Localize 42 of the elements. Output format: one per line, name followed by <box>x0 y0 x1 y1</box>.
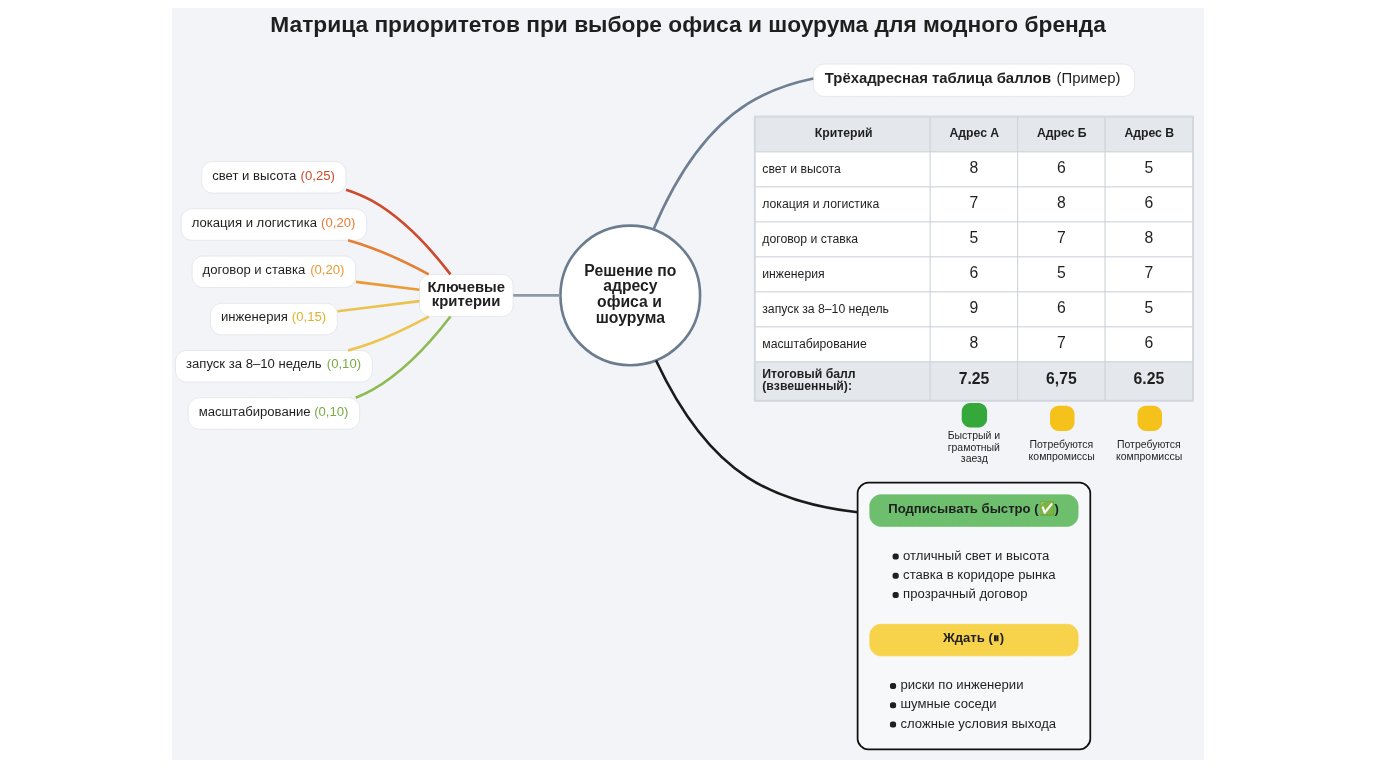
label: 9 <box>969 299 979 317</box>
label: Критерий <box>814 125 873 140</box>
label: 5 <box>969 229 979 247</box>
label: 8 <box>1057 194 1066 212</box>
label: свет и высота <box>762 161 841 176</box>
label: 7 <box>1057 334 1066 352</box>
diagram-title: Матрица приоритетов при выборе офиса и шоурума для модного бренда <box>270 11 1106 38</box>
label: запуск за 8–10 недель <box>762 301 889 316</box>
label: Итоговый балл (взвешенный): <box>762 366 856 394</box>
label: 7 <box>1144 264 1154 282</box>
label: договор и ставка <box>762 231 859 246</box>
label: 6,75 <box>1046 370 1077 388</box>
label: 5 <box>1144 159 1154 177</box>
label: 7 <box>969 194 979 212</box>
label: 7 <box>1057 229 1066 247</box>
label: 6 <box>1144 334 1154 352</box>
label: Адрес Б <box>1036 125 1087 140</box>
label: 5 <box>1144 299 1154 317</box>
label: Потребуются компромиссы <box>1028 439 1095 462</box>
label: 6.25 <box>1133 370 1165 388</box>
label: Быстрый и грамотный заезд <box>947 430 1001 465</box>
node-label: риски по инженерии <box>900 677 1024 693</box>
label: 6 <box>1057 159 1066 177</box>
label: Адрес В <box>1124 125 1175 140</box>
node-label: отличный свет и высота <box>903 547 1050 563</box>
node-label: прозрачный договор <box>903 586 1028 602</box>
node-label: ставка в коридоре рынка <box>903 566 1056 582</box>
label: 5 <box>1057 264 1066 282</box>
label: 8 <box>969 159 979 177</box>
label: 6 <box>1057 299 1066 317</box>
label: 8 <box>1144 229 1154 247</box>
node-label: сложные условия выхода <box>900 715 1057 731</box>
label: 6 <box>1144 194 1154 212</box>
label: Адрес А <box>949 125 1000 140</box>
label: 6 <box>969 264 979 282</box>
label: инженерия <box>762 266 825 281</box>
label: масштабирование <box>762 336 867 351</box>
label: 7.25 <box>958 370 990 388</box>
label: 8 <box>969 334 979 352</box>
label: локация и логистика <box>762 196 880 211</box>
node-label: шумные соседи <box>900 696 997 712</box>
label: Потребуются компромиссы <box>1116 439 1183 462</box>
